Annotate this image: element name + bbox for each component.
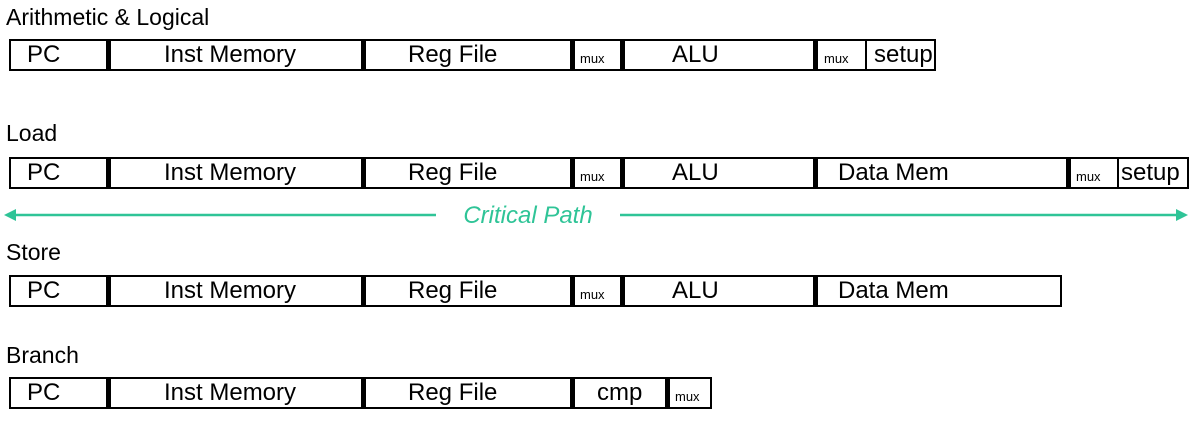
stage-label: Inst Memory bbox=[164, 379, 297, 406]
critical-path-label: Critical Path bbox=[436, 201, 620, 231]
stage-pc: PC bbox=[11, 41, 106, 69]
stage-label: PC bbox=[27, 41, 61, 68]
stage-setup: setup bbox=[865, 41, 934, 69]
stage-alu: ALU bbox=[620, 159, 813, 187]
stage-pc: PC bbox=[11, 277, 106, 305]
pipeline-arithmetic-logical: PC Inst Memory Reg File mux ALU mux setu… bbox=[9, 39, 936, 71]
stage-label: mux bbox=[580, 169, 605, 184]
critical-path-arrow: Critical Path bbox=[0, 201, 1192, 231]
pipeline-load: PC Inst Memory Reg File mux ALU Data Mem… bbox=[9, 157, 1189, 189]
stage-label: Inst Memory bbox=[164, 41, 297, 68]
stage-label: Reg File bbox=[408, 277, 498, 304]
stage-label: Inst Memory bbox=[164, 159, 297, 186]
stage-label: ALU bbox=[672, 41, 719, 68]
stage-alu: ALU bbox=[620, 277, 813, 305]
stage-label: PC bbox=[27, 159, 61, 186]
stage-label: mux bbox=[580, 51, 605, 66]
stage-label: Data Mem bbox=[838, 159, 949, 186]
stage-pc: PC bbox=[11, 379, 106, 407]
row-label-load: Load bbox=[6, 120, 58, 146]
stage-inst-memory: Inst Memory bbox=[106, 379, 361, 407]
stage-mux: mux bbox=[813, 41, 865, 69]
stage-label: Reg File bbox=[408, 159, 498, 186]
stage-mux: mux bbox=[570, 41, 620, 69]
row-label-branch: Branch bbox=[6, 342, 79, 368]
stage-data-mem: Data Mem bbox=[813, 277, 1060, 305]
stage-label: PC bbox=[27, 379, 61, 406]
stage-label: ALU bbox=[672, 277, 719, 304]
stage-label: Reg File bbox=[408, 41, 498, 68]
pipeline-branch: PC Inst Memory Reg File cmp mux bbox=[9, 377, 712, 409]
stage-label: mux bbox=[675, 389, 700, 404]
stage-data-mem: Data Mem bbox=[813, 159, 1066, 187]
stage-label: Data Mem bbox=[838, 277, 949, 304]
row-label-arithmetic-logical: Arithmetic & Logical bbox=[6, 4, 210, 30]
stage-mux: mux bbox=[665, 379, 710, 407]
stage-label: Reg File bbox=[408, 379, 498, 406]
stage-label: PC bbox=[27, 277, 61, 304]
pipeline-store: PC Inst Memory Reg File mux ALU Data Mem bbox=[9, 275, 1062, 307]
stage-cmp: cmp bbox=[570, 379, 665, 407]
stage-label: setup bbox=[874, 41, 933, 68]
stage-inst-memory: Inst Memory bbox=[106, 159, 361, 187]
stage-mux: mux bbox=[1066, 159, 1117, 187]
stage-reg-file: Reg File bbox=[361, 41, 570, 69]
stage-mux: mux bbox=[570, 159, 620, 187]
stage-mux: mux bbox=[570, 277, 620, 305]
stage-pc: PC bbox=[11, 159, 106, 187]
stage-reg-file: Reg File bbox=[361, 379, 570, 407]
stage-inst-memory: Inst Memory bbox=[106, 41, 361, 69]
stage-inst-memory: Inst Memory bbox=[106, 277, 361, 305]
stage-label: mux bbox=[580, 287, 605, 302]
stage-reg-file: Reg File bbox=[361, 277, 570, 305]
stage-alu: ALU bbox=[620, 41, 813, 69]
stage-label: Inst Memory bbox=[164, 277, 297, 304]
stage-label: mux bbox=[1076, 169, 1101, 184]
stage-label: ALU bbox=[672, 159, 719, 186]
stage-reg-file: Reg File bbox=[361, 159, 570, 187]
row-label-store: Store bbox=[6, 239, 61, 265]
stage-label: setup bbox=[1121, 159, 1180, 186]
stage-setup: setup bbox=[1117, 159, 1187, 187]
stage-label: cmp bbox=[597, 379, 643, 406]
stage-label: mux bbox=[824, 51, 849, 66]
